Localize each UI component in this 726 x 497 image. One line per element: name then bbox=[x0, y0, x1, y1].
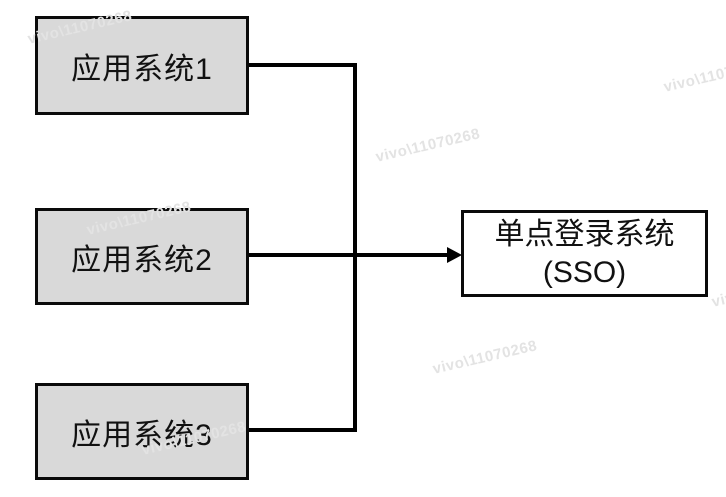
node-app-system-1: 应用系统1 bbox=[35, 16, 249, 115]
connector-trunk-vertical bbox=[353, 63, 357, 432]
watermark-text: vivo\11070268 bbox=[662, 55, 726, 96]
node-sso-system-label-line1: 单点登录系统 bbox=[494, 218, 675, 251]
arrowhead-icon bbox=[447, 247, 462, 263]
node-app-system-2: 应用系统2 bbox=[35, 208, 249, 305]
watermark-text: vivo\11070268 bbox=[431, 337, 539, 378]
watermark-text: vivo\11070268 bbox=[710, 270, 726, 311]
node-sso-system-label-line2: (SSO) bbox=[542, 255, 627, 289]
connector-trunk-to-sso bbox=[249, 253, 448, 257]
connector-app1-to-trunk bbox=[249, 63, 357, 67]
connector-app3-to-trunk bbox=[249, 428, 357, 432]
watermark-text: vivo\11070268 bbox=[374, 125, 482, 166]
node-sso-system: 单点登录系统 (SSO) bbox=[461, 210, 708, 297]
node-app-system-3-label: 应用系统3 bbox=[71, 418, 213, 452]
node-app-system-1-label: 应用系统1 bbox=[71, 52, 213, 86]
node-app-system-3: 应用系统3 bbox=[35, 383, 249, 480]
node-app-system-2-label: 应用系统2 bbox=[71, 243, 213, 277]
